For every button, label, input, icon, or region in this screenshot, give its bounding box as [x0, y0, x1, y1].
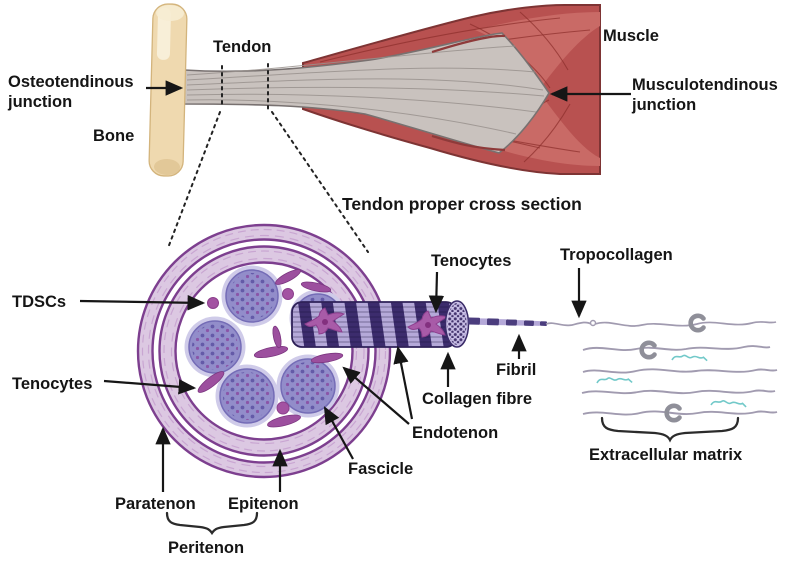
label-section-title: Tendon proper cross section — [342, 194, 582, 214]
paratenon-band — [138, 225, 390, 477]
annotation-arrows — [79, 80, 631, 492]
fascicle-left — [184, 316, 246, 378]
label-paratenon: Paratenon — [115, 495, 196, 513]
braces — [165, 416, 740, 536]
tdsc-cells — [207, 288, 294, 415]
collagen-fibre-cylinder — [291, 300, 470, 348]
arrow-endotenon-fibre — [393, 345, 414, 420]
cross-section — [136, 223, 392, 479]
arrow-fascicle — [323, 406, 354, 460]
tenocyte-star-cells — [304, 307, 449, 338]
section-cut-dashed-lines — [167, 63, 369, 253]
collagen-molecule-lines — [545, 319, 778, 416]
fascicle-bottom-right — [276, 354, 340, 418]
label-osteotendinous-junction: Osteotendinous junction — [8, 73, 134, 111]
bone-illustration — [148, 3, 188, 177]
label-collagen-fibre: Collagen fibre — [422, 390, 533, 408]
label-fibril: Fibril — [496, 361, 537, 379]
label-tropocollagen: Tropocollagen — [560, 246, 673, 264]
label-tdscs: TDSCs — [12, 293, 67, 311]
arrow-tenocytes-top — [428, 271, 445, 314]
label-peritenon: Peritenon — [168, 539, 245, 557]
label-musculotendinous-junction: Musculotendinous junction — [632, 76, 778, 114]
glycan-squiggles — [596, 354, 747, 408]
label-bone: Bone — [93, 127, 135, 145]
tendon-fibre-lines — [186, 45, 545, 135]
label-endotenon: Endotenon — [412, 424, 499, 442]
fibril-rod — [467, 317, 547, 327]
label-tenocytes-cross-section: Tenocytes — [12, 375, 93, 393]
arrow-endotenon-interior — [342, 366, 410, 425]
arrow-tenocytes-left — [103, 379, 197, 395]
label-tendon: Tendon — [213, 38, 272, 56]
crosslink-clips — [639, 313, 706, 423]
arrow-tdscs — [79, 295, 206, 311]
label-tenocytes-fibre: Tenocytes — [431, 252, 512, 270]
tenocyte-spindle-cells — [197, 269, 344, 428]
label-epitenon: Epitenon — [228, 495, 299, 513]
fascicle-top — [221, 265, 283, 327]
ecm-brace — [600, 416, 740, 443]
label-fascicle: Fascicle — [348, 460, 414, 478]
tendon-illustration — [183, 32, 550, 154]
epitenon-band — [159, 246, 369, 456]
fascicle-bottom-left — [215, 364, 279, 428]
label-extracellular-matrix: Extracellular matrix — [589, 446, 743, 464]
peritenon-brace — [165, 511, 259, 536]
label-muscle: Muscle — [603, 27, 659, 45]
